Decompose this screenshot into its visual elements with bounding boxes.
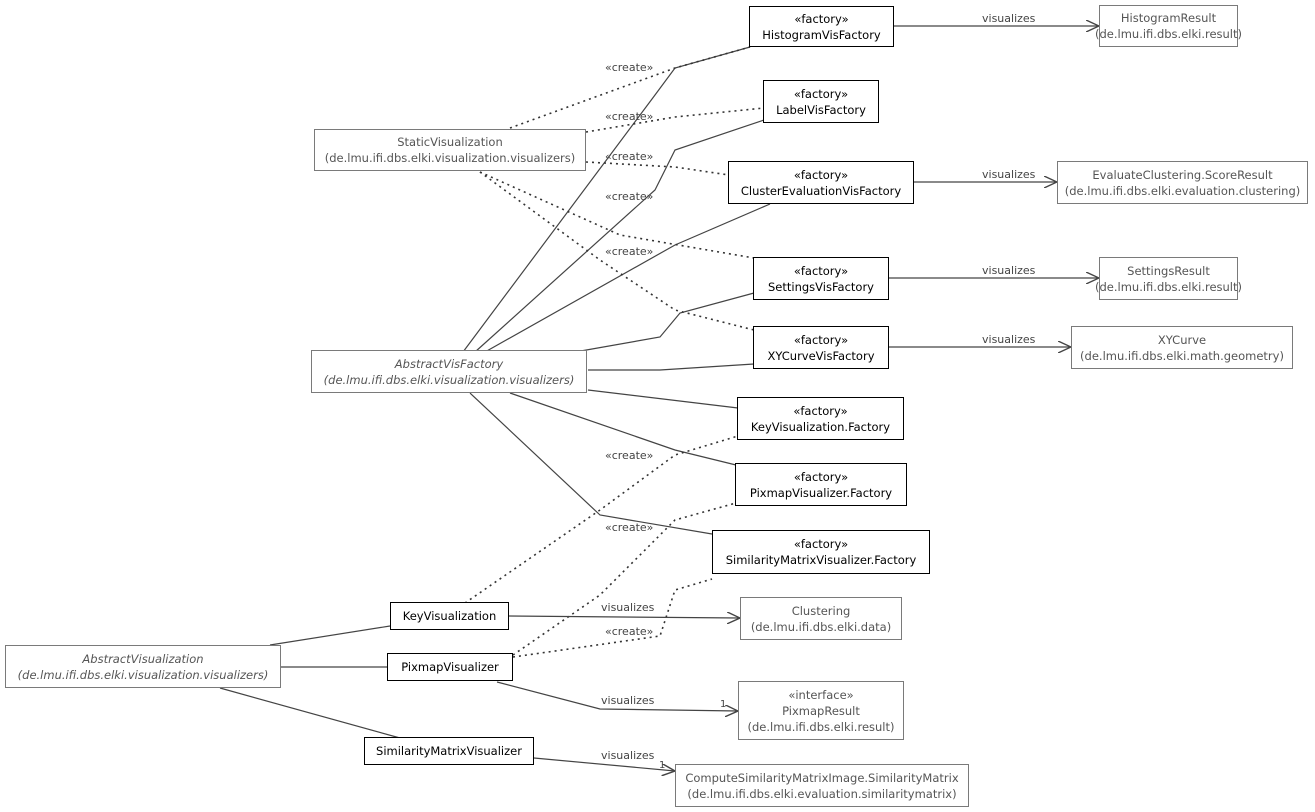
class-name: XYCurve [1157, 332, 1207, 347]
stereotype: «factory» [793, 263, 849, 278]
class-similarity-matrix[interactable]: ComputeSimilarityMatrixImage.SimilarityM… [675, 764, 969, 807]
class-name: StaticVisualization [397, 135, 503, 149]
class-name: KeyVisualization.Factory [750, 419, 891, 434]
create-labels: «create» «create» «create» «create» «cre… [605, 61, 653, 638]
class-name: SettingsVisFactory [768, 279, 874, 294]
generalization-edges [219, 46, 771, 739]
stereotype: «factory» [793, 403, 848, 418]
stereotype: «factory» [793, 537, 849, 551]
visualizes-edges [496, 26, 1099, 771]
class-histogram-vis-factory[interactable]: «factory» HistogramVisFactory [749, 6, 894, 47]
multiplicity-label: 1 [659, 760, 665, 771]
package-name: (de.lmu.ifi.dbs.elki.visualization.visua… [323, 372, 575, 387]
stereotype: «factory» [793, 332, 849, 347]
package-name: (de.lmu.ifi.dbs.elki.evaluation.similari… [687, 786, 957, 801]
class-name: XYCurveVisFactory [767, 348, 875, 363]
visualizes-label: visualizes [982, 264, 1036, 277]
package-name: (de.lmu.ifi.dbs.elki.result) [1095, 27, 1243, 41]
class-name: HistogramVisFactory [762, 27, 881, 42]
class-abstract-visualization[interactable]: AbstractVisualization (de.lmu.ifi.dbs.el… [5, 645, 281, 688]
create-label: «create» [605, 245, 653, 258]
class-name: PixmapResult [782, 703, 860, 718]
visualizes-label: visualizes [982, 12, 1036, 25]
class-key-visualization[interactable]: KeyVisualization [390, 602, 509, 630]
package-name: (de.lmu.ifi.dbs.elki.result) [1095, 279, 1243, 294]
class-label-vis-factory[interactable]: «factory» LabelVisFactory [763, 80, 879, 123]
class-settings-vis-factory[interactable]: «factory» SettingsVisFactory [753, 257, 889, 300]
create-edges [464, 46, 765, 658]
stereotype: «factory» [793, 86, 849, 101]
stereotype: «factory» [793, 469, 849, 484]
class-histogram-result[interactable]: HistogramResult (de.lmu.ifi.dbs.elki.res… [1095, 5, 1242, 47]
visualizes-label: visualizes [982, 333, 1036, 346]
class-score-result[interactable]: EvaluateClustering.ScoreResult (de.lmu.i… [1057, 161, 1308, 204]
class-similarity-matrix-visualizer-factory[interactable]: «factory» SimilarityMatrixVisualizer.Fac… [712, 530, 930, 574]
class-similarity-matrix-visualizer[interactable]: SimilarityMatrixVisualizer [364, 737, 534, 765]
class-pixmap-result[interactable]: «interface» PixmapResult (de.lmu.ifi.dbs… [738, 681, 904, 740]
class-name: AbstractVisFactory [394, 356, 504, 371]
create-label: «create» [605, 190, 653, 203]
create-label: «create» [605, 61, 653, 74]
class-cluster-evaluation-vis-factory[interactable]: «factory» ClusterEvaluationVisFactory [728, 161, 914, 204]
class-name: PixmapVisualizer [401, 660, 499, 674]
class-name: LabelVisFactory [776, 102, 866, 117]
package-name: (de.lmu.ifi.dbs.elki.math.geometry) [1080, 348, 1284, 363]
multiplicity-label: 1 [720, 699, 726, 710]
class-static-visualization[interactable]: StaticVisualization (de.lmu.ifi.dbs.elki… [314, 129, 586, 171]
create-label: «create» [605, 521, 653, 534]
create-label: «create» [605, 625, 653, 638]
class-name: KeyVisualization [402, 609, 497, 623]
visualizes-labels: visualizes visualizes visualizes visuali… [601, 12, 1036, 771]
class-abstract-vis-factory[interactable]: AbstractVisFactory (de.lmu.ifi.dbs.elki.… [311, 350, 587, 393]
class-name: SimilarityMatrixVisualizer.Factory [725, 553, 917, 567]
class-name: HistogramResult [1120, 11, 1217, 25]
stereotype: «interface» [788, 687, 854, 702]
stereotype: «factory» [793, 167, 849, 182]
class-name: SimilarityMatrixVisualizer [376, 744, 522, 758]
create-label: «create» [605, 110, 653, 123]
package-name: (de.lmu.ifi.dbs.elki.evaluation.clusteri… [1064, 183, 1301, 198]
class-xycurve-vis-factory[interactable]: «factory» XYCurveVisFactory [753, 326, 889, 369]
visualizes-label: visualizes [601, 601, 655, 614]
class-name: ClusterEvaluationVisFactory [740, 183, 902, 198]
visualizes-label: visualizes [601, 749, 655, 762]
class-xycurve[interactable]: XYCurve (de.lmu.ifi.dbs.elki.math.geomet… [1071, 326, 1293, 369]
class-name: Clustering [791, 603, 851, 618]
package-name: (de.lmu.ifi.dbs.elki.visualization.visua… [17, 667, 269, 682]
class-name: ComputeSimilarityMatrixImage.SimilarityM… [685, 770, 959, 785]
class-pixmap-visualizer[interactable]: PixmapVisualizer [387, 653, 513, 681]
create-label: «create» [605, 449, 653, 462]
create-label: «create» [605, 150, 653, 163]
package-name: (de.lmu.ifi.dbs.elki.result) [747, 719, 895, 734]
class-settings-result[interactable]: SettingsResult (de.lmu.ifi.dbs.elki.resu… [1095, 257, 1242, 300]
package-name: (de.lmu.ifi.dbs.elki.data) [750, 619, 892, 634]
stereotype: «factory» [794, 11, 849, 26]
class-name: AbstractVisualization [82, 651, 204, 666]
visualizes-label: visualizes [601, 694, 655, 707]
class-name: PixmapVisualizer.Factory [749, 485, 893, 500]
class-name: SettingsResult [1127, 263, 1210, 278]
class-pixmap-visualizer-factory[interactable]: «factory» PixmapVisualizer.Factory [735, 463, 907, 506]
visualizes-label: visualizes [982, 168, 1036, 181]
class-key-visualization-factory[interactable]: «factory» KeyVisualization.Factory [737, 397, 904, 440]
package-name: (de.lmu.ifi.dbs.elki.visualization.visua… [324, 151, 576, 165]
class-clustering[interactable]: Clustering (de.lmu.ifi.dbs.elki.data) [740, 597, 902, 640]
class-name: EvaluateClustering.ScoreResult [1092, 167, 1273, 182]
